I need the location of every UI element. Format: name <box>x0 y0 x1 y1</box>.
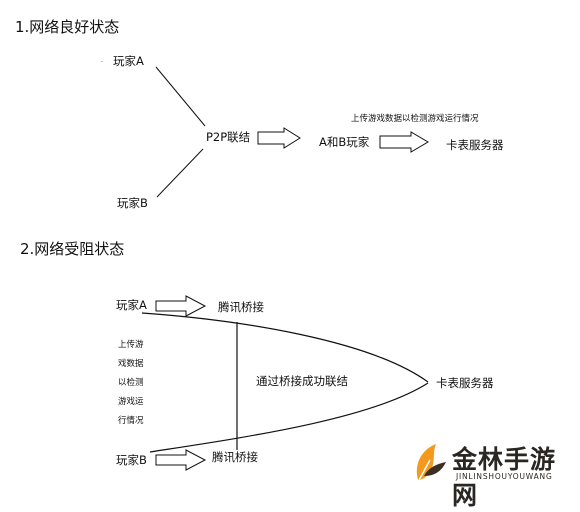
heading-network-blocked: 2.网络受阻状态 <box>20 240 125 258</box>
leaf-logo-icon <box>416 444 446 481</box>
curve-top <box>141 312 429 383</box>
watermark-subtitle: JINLINSHOUYOUWANG <box>456 472 553 481</box>
connector-layer <box>141 66 429 471</box>
node-server-1: 卡表服务器 <box>446 138 504 152</box>
curve-bottom <box>149 382 429 453</box>
arrow-b-to-bridge <box>155 449 207 471</box>
node-server-2: 卡表服务器 <box>436 376 494 390</box>
node-player-a-2: 玩家A <box>116 298 147 312</box>
arrow-a-to-bridge <box>155 295 207 317</box>
upload-line-3: 以检测 <box>118 378 144 388</box>
site-watermark: 金林手游网 JINLINSHOUYOUWANG <box>408 436 576 510</box>
line-b-to-p2p <box>156 148 204 198</box>
upload-line-1: 上传游 <box>118 340 144 350</box>
upload-note: 上传游戏数据以检测游戏运行情况 <box>351 114 479 124</box>
arrow-p2p-to-ab <box>257 127 301 149</box>
node-bridge-top: 腾讯桥接 <box>218 300 264 314</box>
node-player-b: 玩家B <box>117 196 148 210</box>
upload-line-2: 戏数据 <box>118 359 144 369</box>
upload-line-4: 游戏运 <box>118 397 144 407</box>
diagram-canvas: 1.网络良好状态 · 玩家A 玩家B P2P联结 A和B玩家 上传游戏数据以检测… <box>15 18 576 511</box>
bullet-dot: · <box>101 59 103 66</box>
label-bridge-success: 通过桥接成功联结 <box>256 374 348 388</box>
node-player-a: 玩家A <box>113 54 144 68</box>
line-a-to-p2p <box>155 66 206 127</box>
heading-network-good: 1.网络良好状态 <box>15 18 120 36</box>
node-p2p: P2P联结 <box>206 130 251 144</box>
arrow-ab-to-server <box>379 131 429 153</box>
upload-line-5: 行情况 <box>118 416 144 426</box>
node-player-b-2: 玩家B <box>116 453 147 467</box>
node-bridge-bottom: 腾讯桥接 <box>212 450 258 464</box>
node-ab-players: A和B玩家 <box>319 135 370 149</box>
